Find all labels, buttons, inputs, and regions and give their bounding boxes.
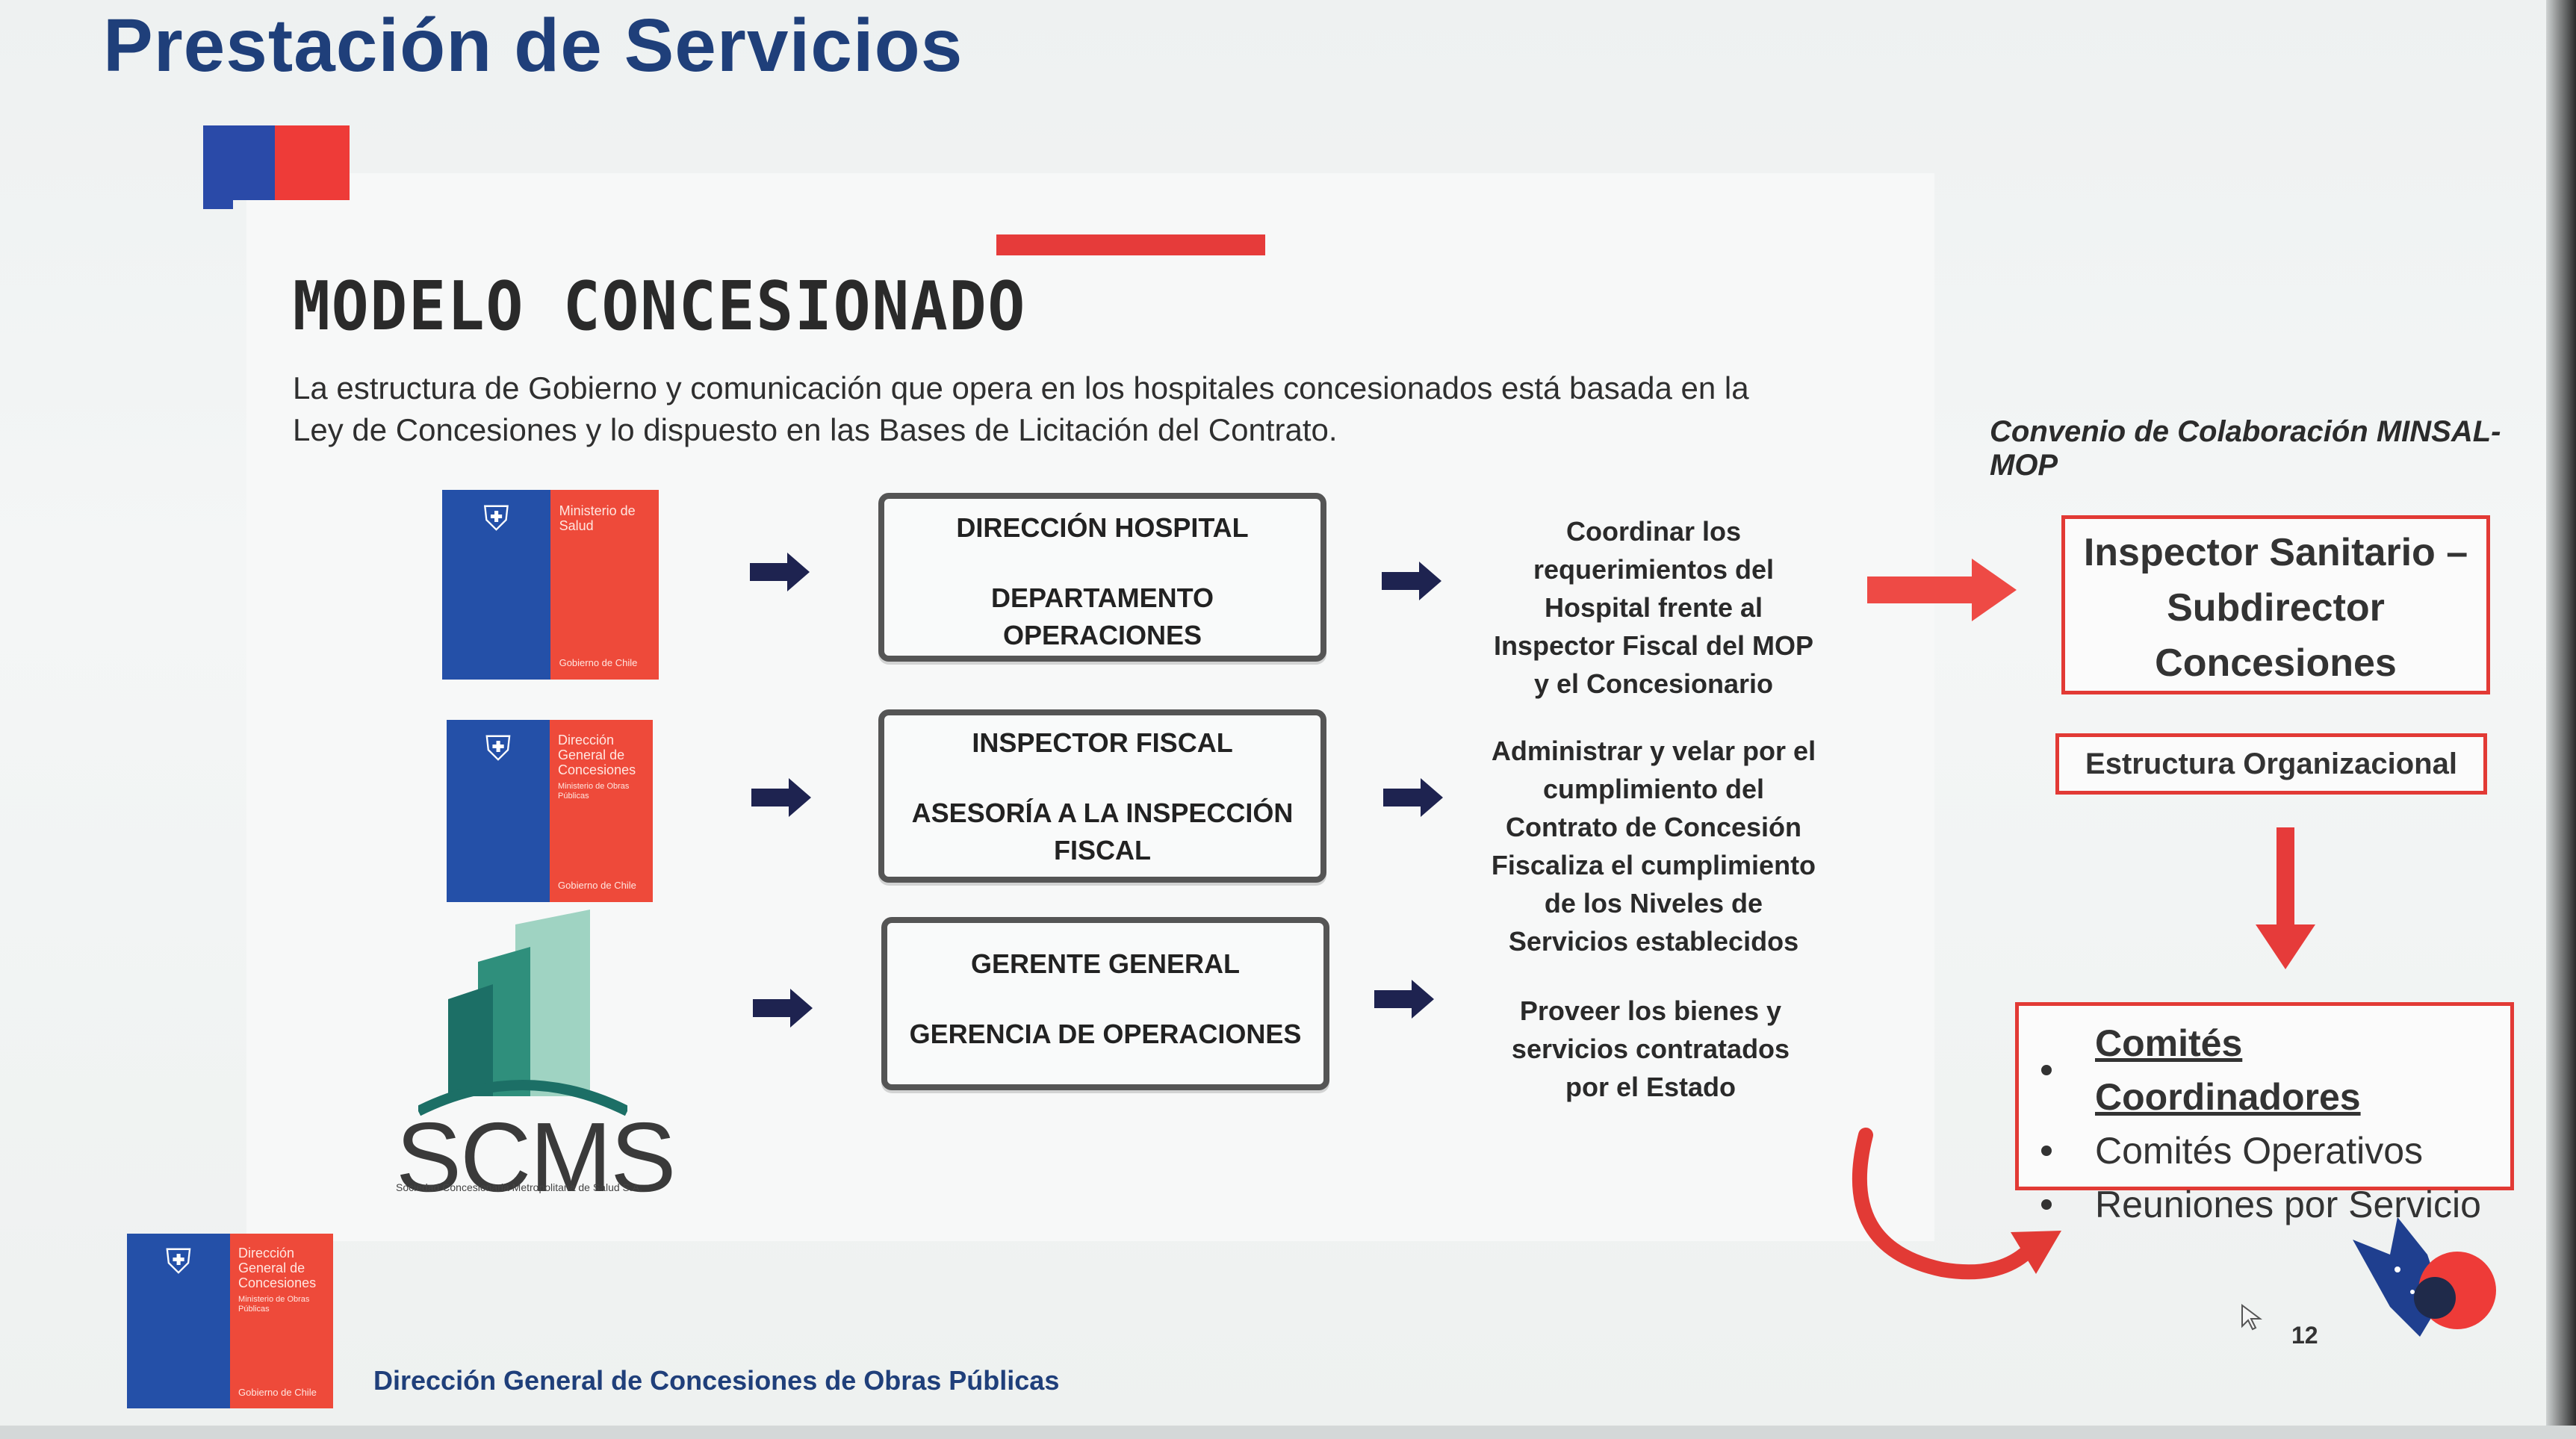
arrow-right-icon <box>1383 778 1443 817</box>
coat-of-arms-icon: ⛨ <box>485 728 512 768</box>
red-accent-bar <box>996 234 1265 255</box>
role-box-gerente-general: GERENTE GENERAL GERENCIA DE OPERACIONES <box>881 917 1329 1090</box>
list-item: Comités Coordinadores <box>2041 1016 2510 1124</box>
role-box-inspector-fiscal: INSPECTOR FISCAL ASESORÍA A LA INSPECCIÓ… <box>878 709 1326 883</box>
scms-logo-subtitle: Sociedad Concesionaria Metropolitana de … <box>396 1181 642 1193</box>
decorative-flower-icon <box>2353 1217 2496 1337</box>
bullet-icon <box>2041 1199 2052 1210</box>
footer-logo-foot: Gobierno de Chile <box>238 1386 317 1398</box>
footer-logo-text: Dirección General de Concesiones Ministe… <box>238 1246 317 1314</box>
screen-frame-edge <box>2546 0 2576 1439</box>
footer-dgc-logo: ⛨ Dirección General de Concesiones Minis… <box>127 1234 333 1408</box>
minsal-logo-foot: Gobierno de Chile <box>559 656 638 668</box>
arrow-right-icon <box>753 989 813 1028</box>
list-item: Comités Operativos <box>2041 1124 2510 1178</box>
minsal-logo: ⛨ Ministerio de Salud Gobierno de Chile <box>442 490 659 680</box>
scms-logo-text: SCMS <box>396 1102 676 1212</box>
list-item: Reuniones por Servicio <box>2041 1178 2510 1231</box>
bullet-icon <box>2041 1146 2052 1156</box>
inspector-sanitario-box: Inspector Sanitario – Subdirector Conces… <box>2061 515 2490 694</box>
dgc-logo-text: Dirección General de Concesiones Ministe… <box>558 733 636 801</box>
red-arrow-right-icon <box>1867 559 2017 621</box>
dgc-logo-foot: Gobierno de Chile <box>558 880 636 892</box>
coat-of-arms-icon: ⛨ <box>165 1242 192 1281</box>
screen-frame-bottom <box>0 1426 2576 1439</box>
description-coordinar: Coordinar los requerimientos del Hospita… <box>1493 516 1814 699</box>
description-proveer: Proveer los bienes y servicios contratad… <box>1511 995 1790 1102</box>
coat-of-arms-icon: ⛨ <box>483 499 509 538</box>
footer-text: Dirección General de Concesiones de Obra… <box>373 1365 1060 1396</box>
red-arrow-down-icon <box>2256 827 2315 969</box>
minsal-logo-text: Ministerio de Salud <box>559 503 636 533</box>
page-title: Prestación de Servicios <box>103 4 963 87</box>
curved-arrow-icon <box>1852 1128 2061 1280</box>
section-title: MODELO CONCESIONADO <box>293 267 1027 346</box>
intro-line-1: La estructura de Gobierno y comunicación… <box>293 370 1749 405</box>
arrow-right-icon <box>751 778 811 817</box>
estructura-organizacional-box: Estructura Organizacional <box>2055 733 2487 795</box>
page-number: 12 <box>2291 1322 2318 1349</box>
convenio-label: Convenio de Colaboración MINSAL-MOP <box>1990 415 2501 482</box>
arrow-right-icon <box>1374 980 1434 1019</box>
arrow-right-icon <box>1382 562 1441 600</box>
description-administrar: Administrar y velar por el cumplimiento … <box>1491 736 1816 957</box>
chile-flag-mark <box>203 125 350 209</box>
comites-list-box: Comités Coordinadores Comités Operativos… <box>2015 1002 2514 1225</box>
intro-line-2: Ley de Concesiones y lo dispuesto en las… <box>293 412 1338 447</box>
dgc-logo: ⛨ Dirección General de Concesiones Minis… <box>447 720 653 902</box>
arrow-right-icon <box>750 553 810 591</box>
mouse-cursor-icon <box>2241 1304 2262 1331</box>
scms-buildings-icon <box>418 910 627 1116</box>
bullet-icon <box>2041 1065 2052 1075</box>
intro-text: La estructura de Gobierno y comunicación… <box>293 367 1921 451</box>
role-box-direccion-hospital: DIRECCIÓN HOSPITAL DEPARTAMENTO OPERACIO… <box>878 493 1326 662</box>
